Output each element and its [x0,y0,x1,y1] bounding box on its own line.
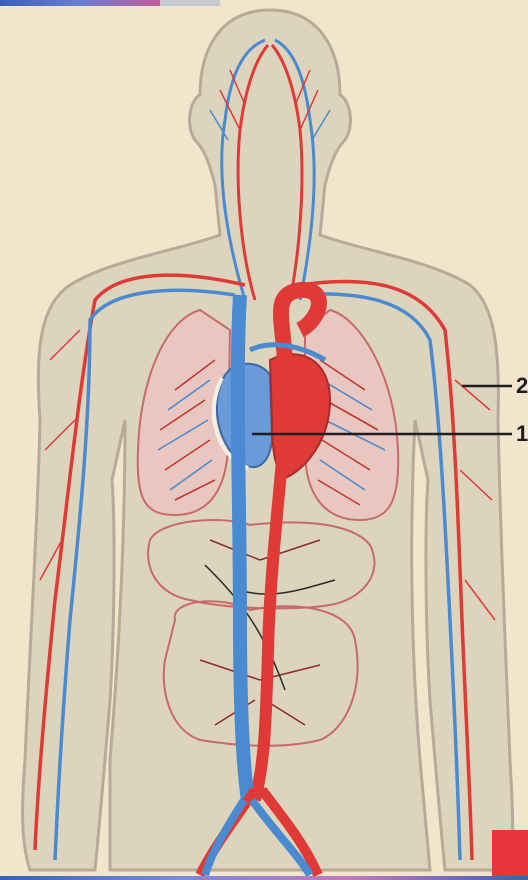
label-1: 1 [516,421,528,447]
corner-block [492,830,528,880]
label-2: 2 [516,373,528,399]
bottom-strip [0,876,528,880]
